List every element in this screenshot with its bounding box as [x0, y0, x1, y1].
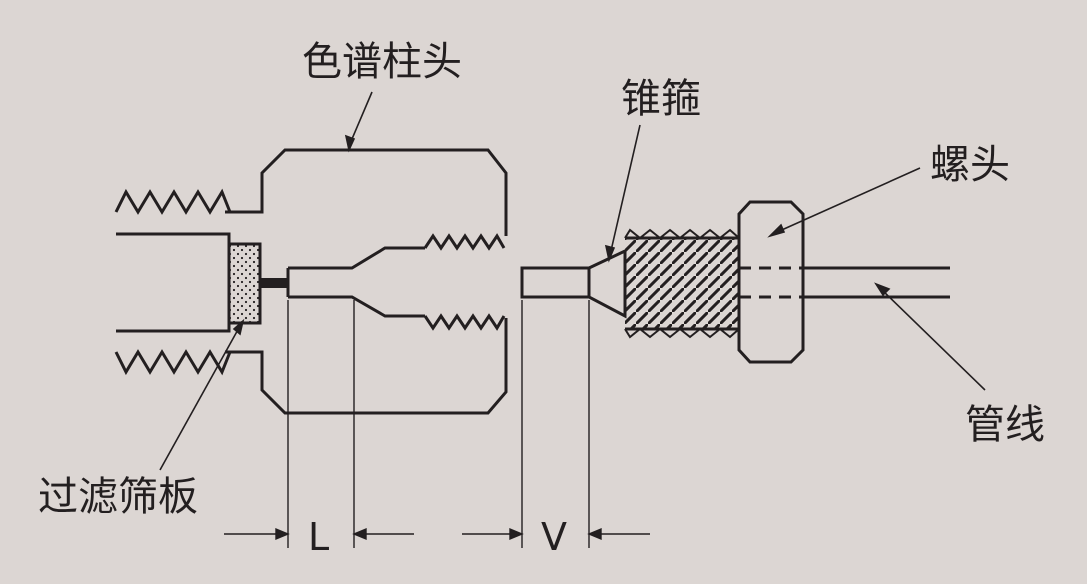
dimension-lines	[224, 300, 650, 548]
inner-thread-top	[423, 233, 506, 251]
fitting-assembly	[520, 200, 950, 364]
nut	[737, 200, 805, 364]
label-column-head: 色谱柱头	[302, 39, 462, 85]
tubing-stub	[520, 266, 591, 299]
frit	[227, 242, 262, 325]
inner-thread-bottom	[423, 313, 506, 331]
frit-outlet	[260, 278, 288, 288]
label-tubing: 管线	[965, 402, 1045, 448]
ferrule	[587, 248, 627, 319]
leader-lines	[159, 91, 986, 471]
outer-thread-bottom	[114, 349, 232, 376]
label-ferrule: 锥箍	[621, 76, 701, 122]
threaded-body	[625, 238, 739, 329]
dimension-l-label: L	[308, 515, 329, 559]
outer-thread-top	[114, 188, 232, 215]
label-nut: 螺头	[930, 142, 1010, 188]
column-head	[114, 148, 508, 415]
dimension-v-label: V	[541, 515, 567, 559]
label-frit: 过滤筛板	[38, 474, 198, 520]
